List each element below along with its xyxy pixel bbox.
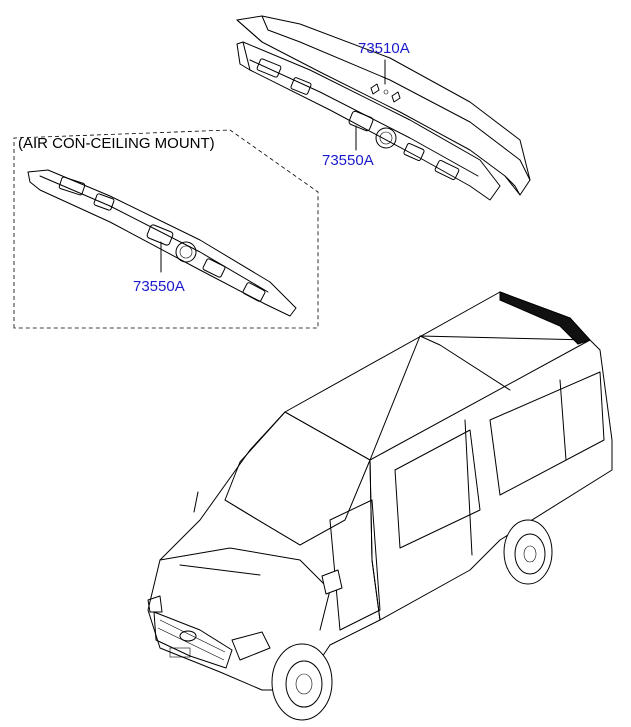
callout-label-73510a: 73510A [358, 40, 410, 57]
inset-box: (AIR CON-CEILING MOUNT) [13, 129, 319, 329]
van-illustration [147, 291, 613, 721]
duct-rail-73550a-inset [27, 169, 297, 317]
roof-cover-73510a [236, 15, 531, 196]
callout-label-73550a-upper: 73550A [322, 152, 374, 169]
cover-clips [370, 83, 401, 103]
callouts: 73510A 73550A 73550A [133, 40, 410, 295]
callout-label-73550a-inset: 73550A [133, 278, 185, 295]
duct-rail-73550a-upper [236, 41, 501, 201]
inset-title: (AIR CON-CEILING MOUNT) [18, 135, 215, 152]
